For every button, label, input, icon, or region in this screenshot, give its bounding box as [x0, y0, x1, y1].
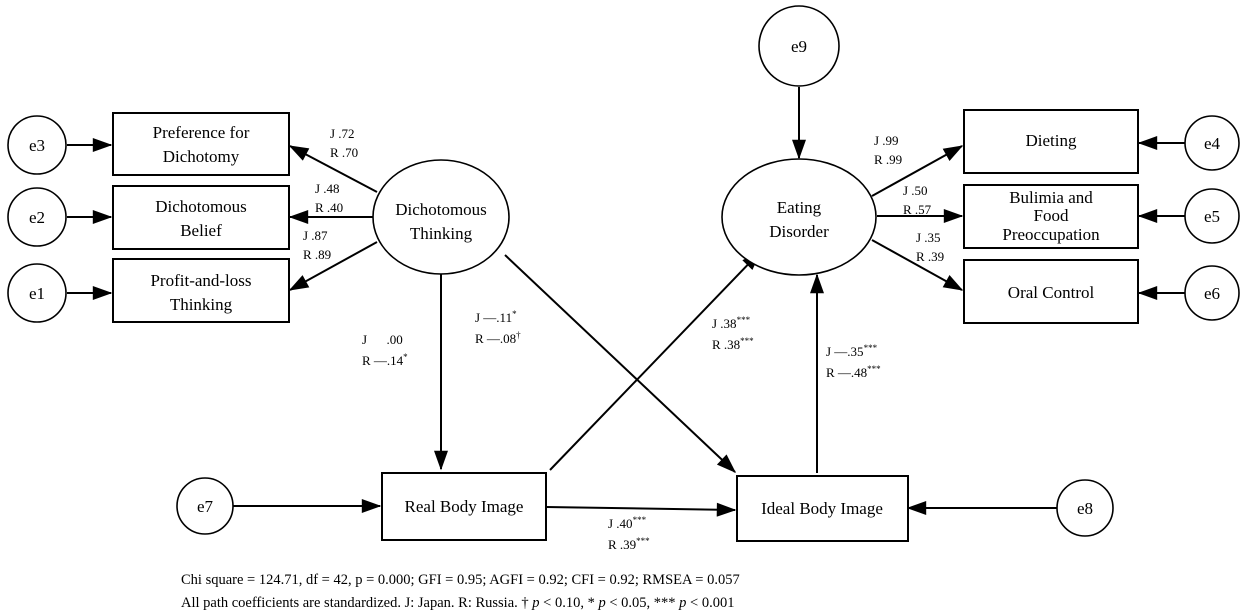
footnote-legend: All path coefficients are standardized. … [181, 595, 734, 611]
coef-ideal-ed-j: J —.35*** [826, 343, 878, 359]
obs-bulimia-line-2: Food [1034, 206, 1069, 225]
coef-dt-real-r-val: R —.14 [362, 353, 404, 368]
coef-ed-bulimia-r: R .57 [903, 202, 932, 217]
edge-real-ideal [545, 502, 737, 517]
error-e1-label: e1 [29, 284, 45, 303]
error-e3: e3 [7, 115, 67, 175]
error-e5: e5 [1184, 188, 1240, 244]
error-e7-label: e7 [197, 497, 214, 516]
coef-dt-real-j: J .00 [362, 332, 403, 347]
coef-real-ed-r-sig: *** [740, 336, 754, 346]
observed-bulimia-food-preoccupation: Bulimia and Food Preoccupation [963, 184, 1139, 249]
coef-dt-pref-r: R .70 [330, 145, 358, 160]
error-e6: e6 [1184, 265, 1240, 321]
error-e3-label: e3 [29, 136, 45, 155]
coef-real-ed-j-sig: *** [737, 315, 751, 325]
coef-real-ed-r-val: R .38 [712, 337, 740, 352]
coef-dt-belief-j: J .48 [315, 181, 340, 196]
coef-dt-ideal-j-sig: * [512, 309, 517, 319]
coef-dt-profit-r: R .89 [303, 247, 331, 262]
footnotes: Chi square = 124.71, df = 42, p = 0.000;… [181, 572, 740, 611]
coef-dt-ideal-r-val: R —.08 [475, 331, 516, 346]
latent-ed-line-2: Disorder [769, 222, 829, 241]
coef-dt-ideal-r-sig: † [516, 330, 521, 340]
coef-dt-real-r: R —.14* [362, 352, 408, 368]
error-e9: e9 [758, 5, 840, 87]
obs-belief-line-1: Dichotomous [155, 197, 247, 216]
edge-ed-oral [871, 239, 964, 291]
error-e6-label: e6 [1204, 284, 1220, 303]
coef-ed-bulimia-j: J .50 [903, 183, 928, 198]
coef-real-ideal-j: J .40*** [608, 515, 647, 531]
obs-ideal-label: Ideal Body Image [761, 499, 883, 518]
error-e9-label: e9 [791, 37, 807, 56]
observed-dieting: Dieting [963, 109, 1139, 174]
error-e2: e2 [7, 187, 67, 247]
coef-ideal-ed-j-val: J —.35 [826, 344, 864, 359]
edge-real-ed [549, 250, 761, 471]
footnote-fit: Chi square = 124.71, df = 42, p = 0.000;… [181, 572, 740, 588]
observed-ideal-body-image: Ideal Body Image [736, 475, 909, 542]
observed-dichotomous-belief: Dichotomous Belief [112, 185, 290, 250]
obs-real-label: Real Body Image [405, 497, 524, 516]
obs-pref-line-2: Dichotomy [163, 147, 240, 166]
edge-dt-profit [288, 241, 378, 291]
observed-profit-and-loss-thinking: Profit-and-loss Thinking [112, 258, 290, 323]
coef-real-ed-r: R .38*** [712, 336, 754, 352]
error-e8-label: e8 [1077, 499, 1093, 518]
obs-pref-line-1: Preference for [153, 123, 250, 142]
obs-oral-label: Oral Control [1008, 283, 1095, 302]
coef-ed-dieting-r: R .99 [874, 152, 902, 167]
coef-real-ideal-j-sig: *** [633, 515, 647, 525]
error-e8: e8 [1056, 479, 1114, 537]
latent-dt-line-1: Dichotomous [395, 200, 487, 219]
error-e5-label: e5 [1204, 207, 1220, 226]
obs-belief-line-2: Belief [180, 221, 222, 240]
coef-ed-oral-j: J .35 [916, 230, 941, 245]
obs-profit-line-1: Profit-and-loss [150, 271, 251, 290]
coef-dt-belief-r: R .40 [315, 200, 343, 215]
observed-preference-for-dichotomy: Preference for Dichotomy [112, 112, 290, 176]
edges [67, 87, 1186, 517]
error-e7: e7 [176, 477, 234, 535]
observed-oral-control: Oral Control [963, 259, 1139, 324]
obs-bulimia-line-3: Preoccupation [1002, 225, 1100, 244]
coef-dt-ideal-r: R —.08† [475, 330, 521, 346]
edge-ed-dieting [871, 145, 964, 197]
coef-real-ed-j-val: J .38 [712, 316, 737, 331]
coef-ideal-ed-j-sig: *** [864, 343, 878, 353]
coef-real-ideal-r-val: R .39 [608, 537, 636, 552]
coef-dt-ideal-j-val: J —.11 [475, 310, 512, 325]
coefficients: J .72 R .70 J .48 R .40 J .87 R .89 J .9… [303, 126, 944, 552]
coef-real-ideal-j-val: J .40 [608, 516, 633, 531]
coef-real-ideal-r-sig: *** [636, 536, 650, 546]
obs-dieting-label: Dieting [1026, 131, 1077, 150]
coef-ed-oral-r: R .39 [916, 249, 944, 264]
edge-dt-ideal [504, 254, 737, 473]
error-e4-label: e4 [1204, 134, 1221, 153]
edge-dt-pref [288, 145, 378, 193]
coef-real-ideal-r: R .39*** [608, 536, 650, 552]
coef-dt-pref-j: J .72 [330, 126, 355, 141]
coef-dt-ideal-j: J —.11* [475, 309, 517, 325]
latent-dt-line-2: Thinking [410, 224, 473, 243]
coef-real-ed-j: J .38*** [712, 315, 751, 331]
obs-profit-line-2: Thinking [170, 295, 233, 314]
error-e1: e1 [7, 263, 67, 323]
latent-eating-disorder: Eating Disorder [721, 158, 877, 276]
latent-dichotomous-thinking: Dichotomous Thinking [372, 159, 510, 275]
coef-dt-real-r-sig: * [403, 352, 408, 362]
coef-ideal-ed-r-sig: *** [867, 364, 881, 374]
coef-ed-dieting-j: J .99 [874, 133, 899, 148]
observed-real-body-image: Real Body Image [381, 472, 547, 541]
coef-ideal-ed-r: R —.48*** [826, 364, 881, 380]
coef-ideal-ed-r-val: R —.48 [826, 365, 867, 380]
error-terms: e3 e2 e1 e4 e5 e6 e9 e7 [7, 5, 1240, 537]
error-e2-label: e2 [29, 208, 45, 227]
obs-bulimia-line-1: Bulimia and [1009, 188, 1093, 207]
error-e4: e4 [1184, 115, 1240, 171]
coef-dt-profit-j: J .87 [303, 228, 328, 243]
latent-ed-line-1: Eating [777, 198, 822, 217]
